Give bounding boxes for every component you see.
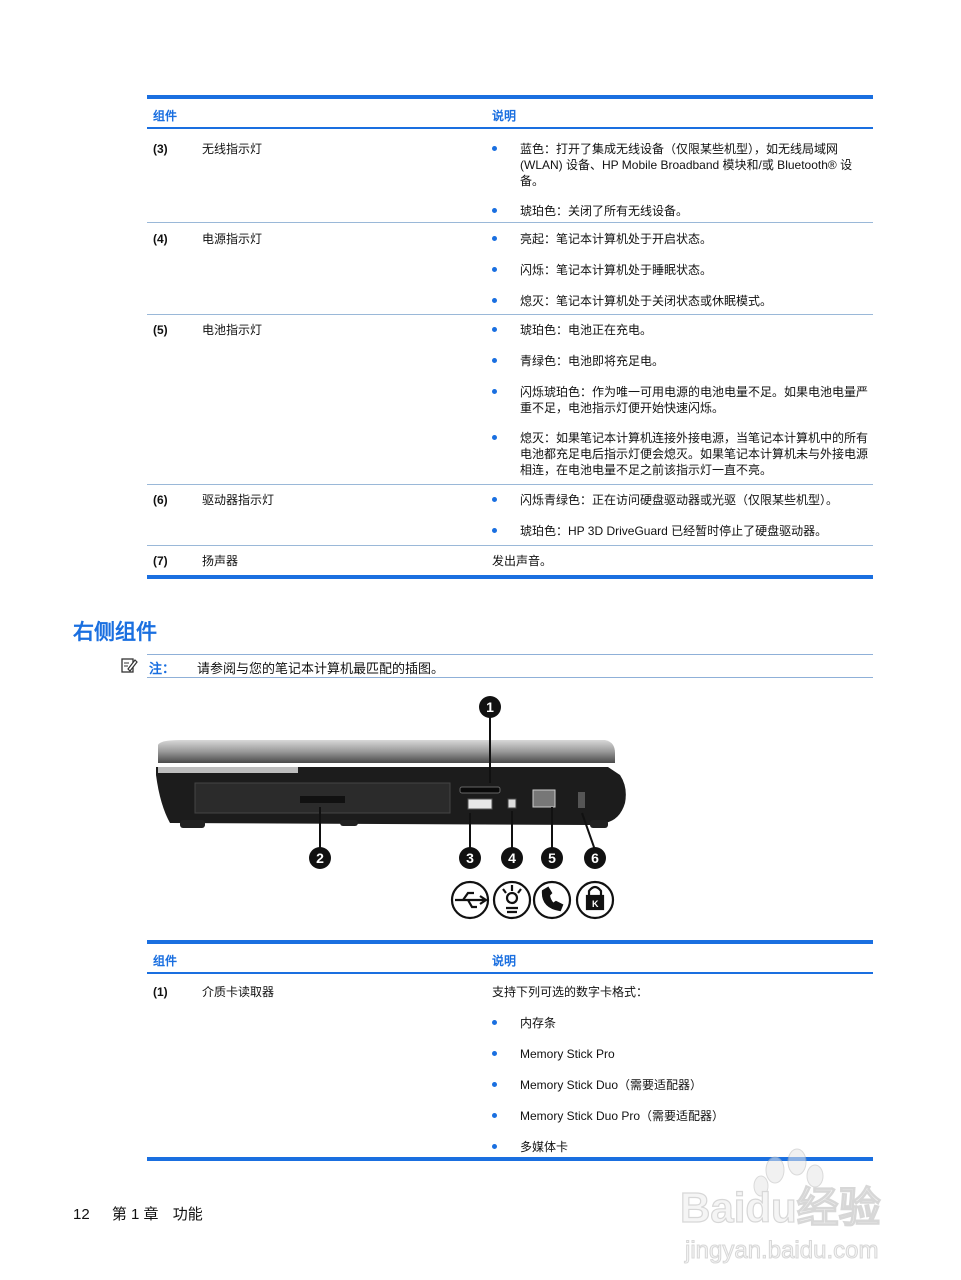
row-number: (7)	[153, 554, 168, 568]
bullet-icon	[492, 497, 497, 502]
bullet-text: 琥珀色：HP 3D DriveGuard 已经暂时停止了硬盘驱动器。	[520, 524, 828, 538]
bullet-icon	[492, 1144, 497, 1149]
bullet-icon	[492, 236, 497, 241]
bullet-text: 琥珀色：电池正在充电。	[520, 323, 653, 337]
row-component: 电池指示灯	[202, 323, 263, 337]
bullet-text: 蓝色：打开了集成无线设备（仅限某些机型），如无线局域网 (WLAN) 设备、HP…	[520, 142, 853, 188]
row-divider	[147, 314, 873, 315]
table-row: (5) 电池指示灯 琥珀色：电池正在充电。 青绿色：电池即将充足电。 闪烁琥珀色…	[147, 315, 873, 484]
svg-text:3: 3	[466, 850, 474, 866]
svg-text:4: 4	[508, 850, 516, 866]
row-number: (3)	[153, 142, 168, 156]
svg-text:2: 2	[316, 850, 324, 866]
laptop-right-side-illustration: 1 2 3 4 5 6 K	[156, 696, 626, 920]
table-row: (3) 无线指示灯 蓝色：打开了集成无线设备（仅限某些机型），如无线局域网 (W…	[147, 129, 873, 222]
bullet-text: 琥珀色：关闭了所有无线设备。	[520, 204, 689, 218]
row-number: (4)	[153, 232, 168, 246]
row-divider	[147, 222, 873, 223]
security-slot	[578, 792, 585, 808]
usb-icon	[450, 880, 490, 920]
table-header: 组件 说明	[147, 99, 873, 127]
bullet-icon	[492, 358, 497, 363]
bullet-icon	[492, 1082, 497, 1087]
svg-text:jingyan.baidu.com: jingyan.baidu.com	[684, 1237, 878, 1264]
svg-text:1: 1	[486, 699, 494, 715]
row-number: (1)	[153, 985, 168, 999]
row-number: (5)	[153, 323, 168, 337]
bullet-text: Memory Stick Duo（需要适配器）	[520, 1078, 703, 1092]
bullet-text: 熄灭：如果笔记本计算机连接外接电源，当笔记本计算机中的所有电池都充足电后指示灯便…	[520, 431, 869, 477]
row-component: 无线指示灯	[202, 142, 263, 156]
bullet-text: 亮起：笔记本计算机处于开启状态。	[520, 232, 713, 246]
rj11-port	[532, 789, 556, 808]
bullet-icon	[492, 208, 497, 213]
row-divider	[147, 545, 873, 546]
table-row: (1) 介质卡读取器 支持下列可选的数字卡格式： 内存条 Memory Stic…	[147, 974, 873, 1157]
bullet-icon	[492, 267, 497, 272]
rj11-modem-icon	[532, 880, 572, 920]
row-divider	[147, 484, 873, 485]
svg-text:K: K	[592, 899, 599, 909]
note-pencil-icon	[121, 658, 138, 673]
bullet-icon	[492, 435, 497, 440]
firewire-port	[507, 798, 517, 809]
bullet-text: 熄灭：笔记本计算机处于关闭状态或休眠模式。	[520, 294, 773, 308]
description-intro: 支持下列可选的数字卡格式：	[492, 985, 649, 999]
bullet-text: Memory Stick Duo Pro（需要适配器）	[520, 1109, 725, 1123]
table-bottom-rule	[147, 575, 873, 579]
bullet-icon	[492, 298, 497, 303]
usb-port	[467, 798, 493, 810]
table-top-rule	[147, 95, 873, 99]
bullet-text: 闪烁琥珀色：作为唯一可用电源的电池电量不足。如果电池电量严重不足，电池指示灯便开…	[520, 385, 869, 415]
table-top-rule	[147, 940, 873, 944]
svg-text:5: 5	[548, 850, 556, 866]
header-rule	[147, 972, 873, 974]
row-component: 扬声器	[202, 554, 239, 568]
bullet-icon	[492, 1020, 497, 1025]
row-component: 介质卡读取器	[202, 985, 275, 999]
baidu-watermark-logo: Baidu经验 jingyan.baidu.com	[679, 1148, 881, 1265]
row-component: 电源指示灯	[202, 232, 263, 246]
note-box: 注： 请参阅与您的笔记本计算机最匹配的插图。	[147, 654, 873, 678]
component-table-2: 组件 说明 (1) 介质卡读取器 支持下列可选的数字卡格式： 内存条 Memor…	[147, 940, 873, 1161]
header-component: 组件	[153, 954, 178, 968]
row-number: (6)	[153, 493, 168, 507]
svg-text:6: 6	[591, 850, 599, 866]
security-lock-icon	[575, 880, 615, 920]
table-row: (6) 驱动器指示灯 闪烁青绿色：正在访问硬盘驱动器或光驱（仅限某些机型）。 琥…	[147, 485, 873, 545]
svg-text:Baidu经验: Baidu经验	[680, 1184, 881, 1231]
table-bottom-rule	[147, 1157, 873, 1161]
row-component: 驱动器指示灯	[202, 493, 275, 507]
header-rule	[147, 127, 873, 129]
bullet-icon	[492, 1113, 497, 1118]
bullet-text: 青绿色：电池即将充足电。	[520, 354, 665, 368]
bullet-text: 多媒体卡	[520, 1140, 569, 1154]
page-number: 12	[73, 1206, 90, 1223]
chapter-title: 功能	[172, 1206, 203, 1223]
page-footer: 12 第 1 章 功能	[73, 1203, 203, 1224]
bullet-text: 内存条	[520, 1016, 557, 1030]
bullet-text: 闪烁：笔记本计算机处于睡眠状态。	[520, 263, 713, 277]
chapter-label: 第 1 章	[111, 1206, 159, 1223]
header-description: 说明	[492, 109, 517, 123]
component-table-1: 组件 说明 (3) 无线指示灯 蓝色：打开了集成无线设备（仅限某些机型），如无线…	[147, 95, 873, 579]
bullet-icon	[492, 146, 497, 151]
table-row: (7) 扬声器 发出声音。	[147, 546, 873, 575]
note-label: 注：	[149, 661, 176, 676]
bullet-icon	[492, 389, 497, 394]
note-text: 请参阅与您的笔记本计算机最匹配的插图。	[197, 661, 445, 676]
media-card-slot	[459, 786, 501, 794]
firewire-icon	[492, 880, 532, 920]
bullet-text: Memory Stick Pro	[520, 1047, 615, 1061]
bullet-icon	[492, 528, 497, 533]
header-component: 组件	[153, 109, 178, 123]
header-description: 说明	[492, 954, 517, 968]
bullet-icon	[492, 1051, 497, 1056]
table-header: 组件 说明	[147, 944, 873, 972]
bullet-text: 闪烁青绿色：正在访问硬盘驱动器或光驱（仅限某些机型）。	[520, 493, 839, 507]
description-text: 发出声音。	[492, 554, 553, 568]
section-title: 右侧组件	[73, 621, 157, 644]
table-row: (4) 电源指示灯 亮起：笔记本计算机处于开启状态。 闪烁：笔记本计算机处于睡眠…	[147, 223, 873, 314]
bullet-icon	[492, 327, 497, 332]
